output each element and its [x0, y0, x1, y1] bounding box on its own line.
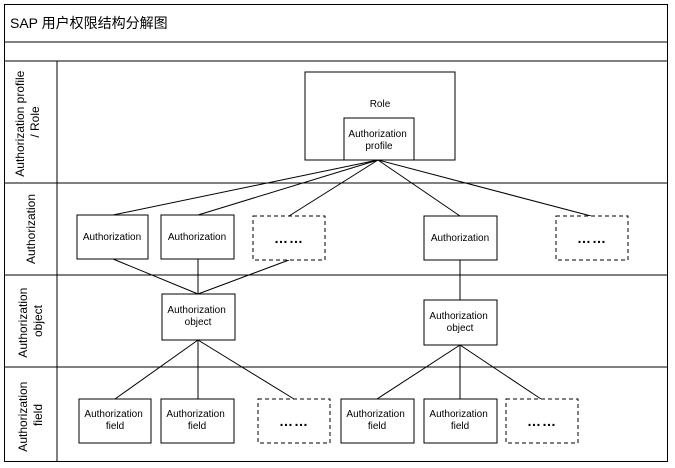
- authorization-label-2: Authorization: [168, 232, 226, 243]
- field-node-4: Authorization field: [423, 398, 498, 444]
- row-dividers: [4, 41, 668, 462]
- connectors: [112, 159, 592, 400]
- row-label-field-line-1: Authorization: [16, 382, 30, 452]
- row-label-authorization: Authorization: [24, 194, 38, 264]
- field-label-1-line-2: field: [106, 421, 124, 432]
- authorization-ellipsis-label-1: ……: [274, 230, 304, 246]
- row-label-authorization-line-1: Authorization: [24, 194, 38, 264]
- row-label-profile-line-1: Authorization profile: [13, 70, 27, 176]
- field-box-4: [423, 398, 498, 444]
- field-label-4: Authorization field: [429, 409, 490, 432]
- profile-label-line-2: profile: [365, 141, 393, 152]
- role-label: Role: [370, 99, 391, 110]
- row-labels: Authorization profile / Role Authorizati…: [13, 67, 45, 451]
- edge-object1-field1: [114, 339, 199, 400]
- field-label-3-line-1: Authorization: [346, 409, 404, 420]
- authorization-ellipsis-1: ……: [252, 215, 326, 261]
- object-node-2: Authorization object: [423, 299, 498, 346]
- edge-object2-field1: [376, 344, 461, 400]
- object-label-2-line-2: object: [447, 323, 474, 334]
- field-label-1: Authorization field: [84, 409, 145, 432]
- profile-label: Authorization profile: [348, 129, 409, 152]
- field-box-2: [160, 398, 235, 444]
- profile-box: [343, 117, 415, 161]
- edge-object2-field3: [459, 344, 542, 400]
- object-box-1: [161, 293, 236, 341]
- edge-object1-field3: [197, 339, 295, 400]
- authorization-node-2: Authorization: [160, 214, 235, 260]
- field-label-3-line-2: field: [368, 421, 386, 432]
- field-node-1: Authorization field: [78, 398, 152, 444]
- field-label-3: Authorization field: [346, 409, 407, 432]
- profile-label-line-1: Authorization: [348, 129, 406, 140]
- row-label-object-line-1: Authorization: [16, 288, 30, 358]
- object-box-2: [423, 299, 498, 346]
- field-label-2-line-2: field: [188, 421, 206, 432]
- field-box-3: [340, 398, 415, 444]
- edge-profile-auth-2: [197, 159, 379, 216]
- edge-auth3-object1: [197, 259, 290, 295]
- field-ellipsis-label-2: ……: [527, 413, 557, 429]
- row-label-profile: Authorization profile / Role: [13, 67, 42, 176]
- field-ellipsis-1: ……: [257, 398, 331, 444]
- field-label-2: Authorization field: [166, 409, 227, 432]
- profile-node: Authorization profile: [343, 117, 415, 161]
- authorization-ellipsis-label-2: ……: [577, 230, 607, 246]
- row-label-object-line-2: object: [31, 304, 45, 337]
- authorization-ellipsis-2: ……: [555, 215, 629, 261]
- field-ellipsis-label-1: ……: [279, 413, 309, 429]
- field-ellipsis-box-2: [505, 398, 579, 444]
- field-box-1: [78, 398, 152, 444]
- field-label-1-line-1: Authorization: [84, 409, 142, 420]
- authorization-ellipsis-box-1: [252, 215, 326, 261]
- field-node-2: Authorization field: [160, 398, 235, 444]
- edge-profile-auth-4: [377, 159, 461, 217]
- field-label-4-line-1: Authorization: [429, 409, 487, 420]
- field-node-3: Authorization field: [340, 398, 415, 444]
- edge-profile-auth-5: [377, 159, 592, 217]
- authorization-box-1: [76, 214, 149, 260]
- authorization-box-3: [423, 215, 498, 261]
- authorization-box-2: [160, 214, 235, 260]
- authorization-ellipsis-box-2: [555, 215, 629, 261]
- object-label-1: Authorization object: [167, 305, 228, 328]
- row-label-profile-line-2: / Role: [28, 106, 42, 138]
- edge-auth1-object1: [112, 258, 199, 295]
- authorization-node-1: Authorization: [76, 214, 149, 260]
- row-label-field-line-2: field: [31, 404, 45, 426]
- object-node-1: Authorization object: [161, 293, 236, 341]
- field-label-2-line-1: Authorization: [166, 409, 224, 420]
- object-label-1-line-1: Authorization: [167, 305, 225, 316]
- row-label-object: Authorization object: [16, 284, 45, 357]
- object-label-2: Authorization object: [429, 311, 490, 334]
- diagram-title: SAP 用户权限结构分解图: [10, 15, 168, 31]
- edge-profile-auth-1: [112, 159, 379, 216]
- authorization-label-1: Authorization: [83, 232, 141, 243]
- diagram-frame: [4, 4, 668, 462]
- authorization-node-3: Authorization: [423, 215, 498, 261]
- field-ellipsis-2: ……: [505, 398, 579, 444]
- object-label-2-line-1: Authorization: [429, 311, 487, 322]
- field-ellipsis-box-1: [257, 398, 331, 444]
- edge-profile-auth-3: [288, 159, 379, 217]
- object-label-1-line-2: object: [185, 317, 212, 328]
- row-label-field: Authorization field: [16, 378, 45, 451]
- authorization-label-3: Authorization: [431, 233, 489, 244]
- field-label-4-line-2: field: [451, 421, 469, 432]
